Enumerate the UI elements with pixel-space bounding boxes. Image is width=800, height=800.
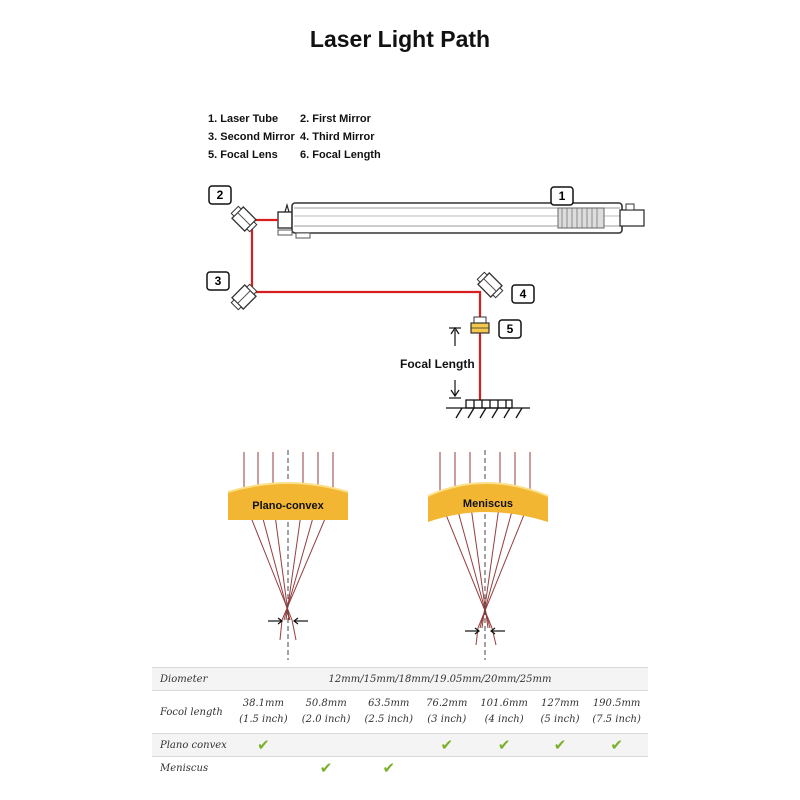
compatibility-cell [534,756,586,779]
svg-text:5: 5 [507,322,514,336]
meniscus-illustration: Meniscus [427,450,549,660]
meniscus-label: Meniscus [463,498,513,510]
compatibility-cell: ✔ [357,756,421,779]
meniscus-row: Meniscus ✔ ✔ [152,756,648,779]
meniscus-header: Meniscus [152,756,232,779]
focal-length-header: Focol length [152,690,232,734]
second-mirror [230,283,258,311]
svg-text:4: 4 [520,287,527,301]
focal-length-label: Focal Length [400,357,475,371]
check-icon: ✔ [497,736,511,754]
plano-convex-label: Plano-convex [252,500,324,512]
page-title: Laser Light Path [309,26,491,52]
svg-text:2: 2 [217,188,224,202]
diameter-value: 12mm/15mm/18mm/19.05mm/20mm/25mm [232,667,648,691]
focal-length-cell: 101.6mm(4 inch) [473,690,535,734]
diameter-header: Diometer [152,667,232,691]
focal-length-cell: 190.5mm(7.5 inch) [585,690,648,734]
compatibility-cell: ✔ [420,733,474,757]
legend-item: 5. Focal Lens [208,149,278,161]
check-icon: ✔ [440,736,454,754]
focal-length-cell: 76.2mm(3 inch) [420,690,474,734]
focal-length-arrows [449,326,461,399]
check-icon: ✔ [553,736,567,754]
plano-convex-row: Plano convex ✔ ✔ ✔ ✔ ✔ [152,733,648,757]
compatibility-cell: ✔ [294,756,358,779]
focal-length-cell: 63.5mm(2.5 inch) [357,690,421,734]
legend-item: 2. First Mirror [300,113,371,125]
compatibility-cell [294,733,358,757]
callout-1: 1 [550,186,574,206]
legend-row: 1. Laser Tube 2. First Mirror [208,110,381,128]
compatibility-cell [357,733,421,757]
svg-text:3: 3 [215,274,222,288]
compatibility-cell [232,756,295,779]
legend-row: 3. Second Mirror 4. Third Mirror [208,128,381,146]
diameter-row: Diometer 12mm/15mm/18mm/19.05mm/20mm/25m… [152,667,648,691]
callout-4: 4 [511,284,535,304]
focal-length-cell: 50.8mm(2.0 inch) [294,690,358,734]
compatibility-cell [473,756,535,779]
focal-length-cell: 38.1mm(1.5 inch) [232,690,295,734]
focal-lens [470,316,490,334]
focal-length-cell: 127mm(5 inch) [534,690,586,734]
legend-item: 4. Third Mirror [300,131,375,143]
work-bed [446,399,530,419]
focal-length-row: Focol length 38.1mm(1.5 inch) 50.8mm(2.0… [152,690,648,734]
laser-beam [250,218,482,400]
check-icon: ✔ [610,736,623,754]
compatibility-cell: ✔ [473,733,535,757]
svg-text:1: 1 [559,189,566,203]
compatibility-cell [585,756,648,779]
compatibility-cell [420,756,474,779]
component-legend: 1. Laser Tube 2. First Mirror 3. Second … [208,110,381,164]
first-mirror [230,205,258,233]
compatibility-cell: ✔ [585,733,648,757]
legend-item: 3. Second Mirror [208,131,295,143]
check-icon: ✔ [382,759,396,777]
compatibility-cell: ✔ [232,733,295,757]
callout-3: 3 [206,271,230,291]
callout-5: 5 [498,319,522,339]
legend-item: 1. Laser Tube [208,113,279,125]
laser-tube [277,202,645,239]
third-mirror [476,271,504,299]
check-icon: ✔ [257,736,270,754]
compatibility-cell: ✔ [534,733,586,757]
lens-spec-table: Diometer 12mm/15mm/18mm/19.05mm/20mm/25m… [152,667,648,779]
plano-convex-header: Plano convex [152,733,232,757]
legend-item: 6. Focal Length [300,149,381,161]
check-icon: ✔ [319,759,333,777]
legend-row: 5. Focal Lens 6. Focal Length [208,146,381,164]
callout-2: 2 [208,185,232,205]
plano-convex-illustration: Plano-convex [227,450,349,660]
